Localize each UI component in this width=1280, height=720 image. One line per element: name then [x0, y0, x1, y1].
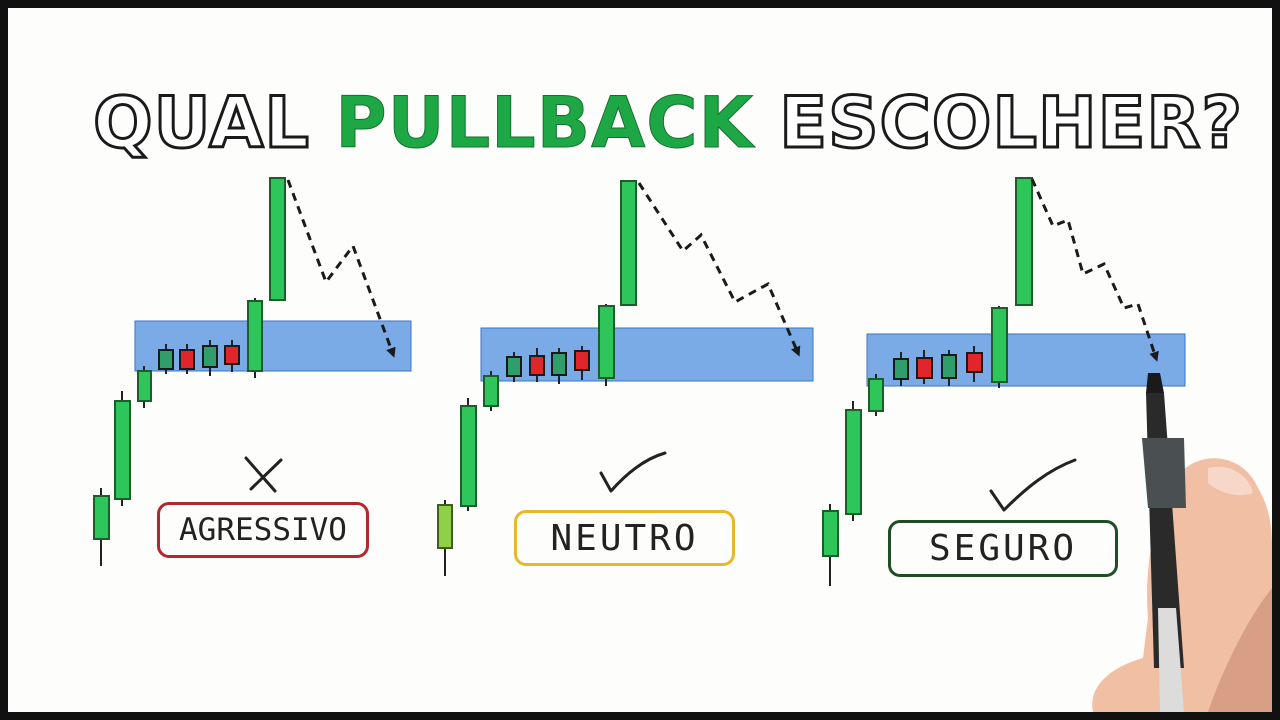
dashed-arrow-icon	[286, 179, 396, 358]
candle	[916, 357, 933, 379]
panel-agressivo	[93, 177, 412, 566]
panel-seguro	[822, 177, 1272, 712]
candles-seguro	[822, 177, 1033, 586]
candle	[483, 375, 499, 407]
canvas: QUAL PULLBACK ESCOLHER?	[8, 8, 1272, 712]
title-word-escolher: ESCOLHER?	[778, 81, 1244, 166]
candle	[460, 405, 477, 507]
candle	[551, 352, 567, 376]
candle	[574, 350, 590, 371]
supply-zone-seguro	[866, 333, 1186, 387]
diagram-drawing	[93, 177, 1272, 712]
candle	[845, 409, 862, 515]
candle	[1015, 177, 1033, 306]
hand-shadow	[1208, 588, 1272, 712]
title-word-pullback: PULLBACK	[335, 82, 754, 165]
candle	[158, 349, 174, 370]
candle	[991, 307, 1008, 383]
hand-with-pen	[1092, 373, 1272, 712]
check-icon	[599, 451, 667, 493]
candle	[437, 504, 453, 549]
fingernail	[1208, 466, 1253, 496]
candle	[93, 495, 110, 540]
check-icon	[989, 458, 1077, 512]
candle	[247, 300, 263, 372]
candle	[893, 358, 909, 380]
label-agressivo: AGRESSIVO	[157, 502, 369, 558]
page-title: QUAL PULLBACK ESCOLHER?	[88, 78, 1248, 168]
candle	[966, 352, 983, 373]
title-word-qual: QUAL	[92, 81, 311, 166]
candle	[620, 180, 637, 306]
candle	[269, 177, 286, 301]
candle	[114, 400, 131, 500]
candle	[822, 510, 839, 557]
candle	[529, 355, 545, 376]
candle	[868, 378, 884, 412]
candle	[224, 345, 240, 365]
candles-neutro	[437, 180, 637, 576]
panel-neutro	[437, 180, 814, 576]
candle	[598, 305, 615, 379]
candle	[941, 354, 957, 379]
candle	[202, 345, 218, 368]
supply-zone-agressivo	[134, 320, 412, 372]
label-neutro: NEUTRO	[514, 510, 735, 566]
hand-skin	[1092, 458, 1272, 712]
dashed-arrow-icon	[637, 182, 801, 357]
dashed-arrow-icon	[1030, 178, 1159, 362]
candle	[137, 370, 152, 402]
candle	[506, 356, 522, 377]
pen-icon	[1142, 373, 1186, 712]
candle	[179, 349, 195, 370]
candles-agressivo	[93, 177, 286, 566]
cross-icon	[244, 456, 283, 493]
label-seguro: SEGURO	[888, 520, 1118, 577]
